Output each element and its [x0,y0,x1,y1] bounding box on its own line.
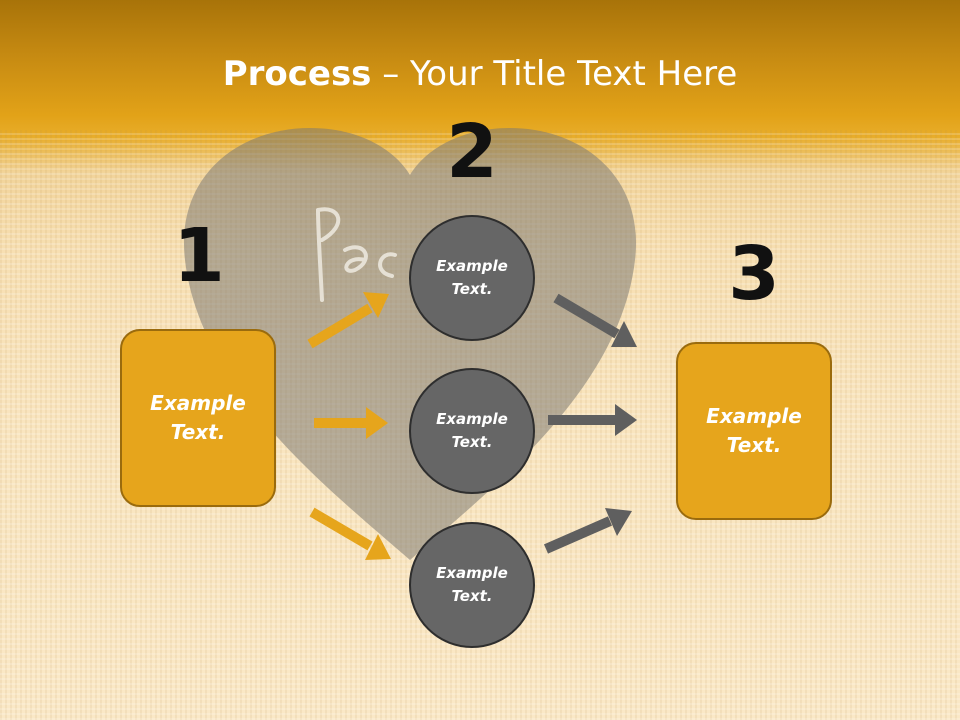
step-number-2: 2 [446,109,498,195]
step-number-3: 3 [728,231,780,317]
circle-top-text: Example Text. [436,257,508,298]
arrow-bottom-to-right [543,508,632,554]
left-step-box-text: Example Text. [150,391,246,444]
arrow-left-to-top [307,292,389,349]
arrow-top-to-right [553,293,637,347]
circle-step-top: Example Text. [409,215,535,341]
right-step-box-text: Example Text. [706,404,802,457]
arrow-middle-to-right [548,404,637,436]
circle-bottom-text: Example Text. [436,564,508,605]
arrow-left-to-bottom [309,507,391,560]
right-step-box: Example Text. [676,342,832,520]
slide-title: Process – Your Title Text Here [0,52,960,96]
circle-step-bottom: Example Text. [409,522,535,648]
circle-middle-text: Example Text. [436,410,508,451]
left-step-box: Example Text. [120,329,276,507]
arrow-left-to-middle [314,407,388,439]
title-rest: – Your Title Text Here [371,54,738,94]
circle-step-middle: Example Text. [409,368,535,494]
heart-chalk-scribble [316,207,397,302]
title-bold: Process [222,54,372,94]
step-number-1: 1 [173,213,225,299]
